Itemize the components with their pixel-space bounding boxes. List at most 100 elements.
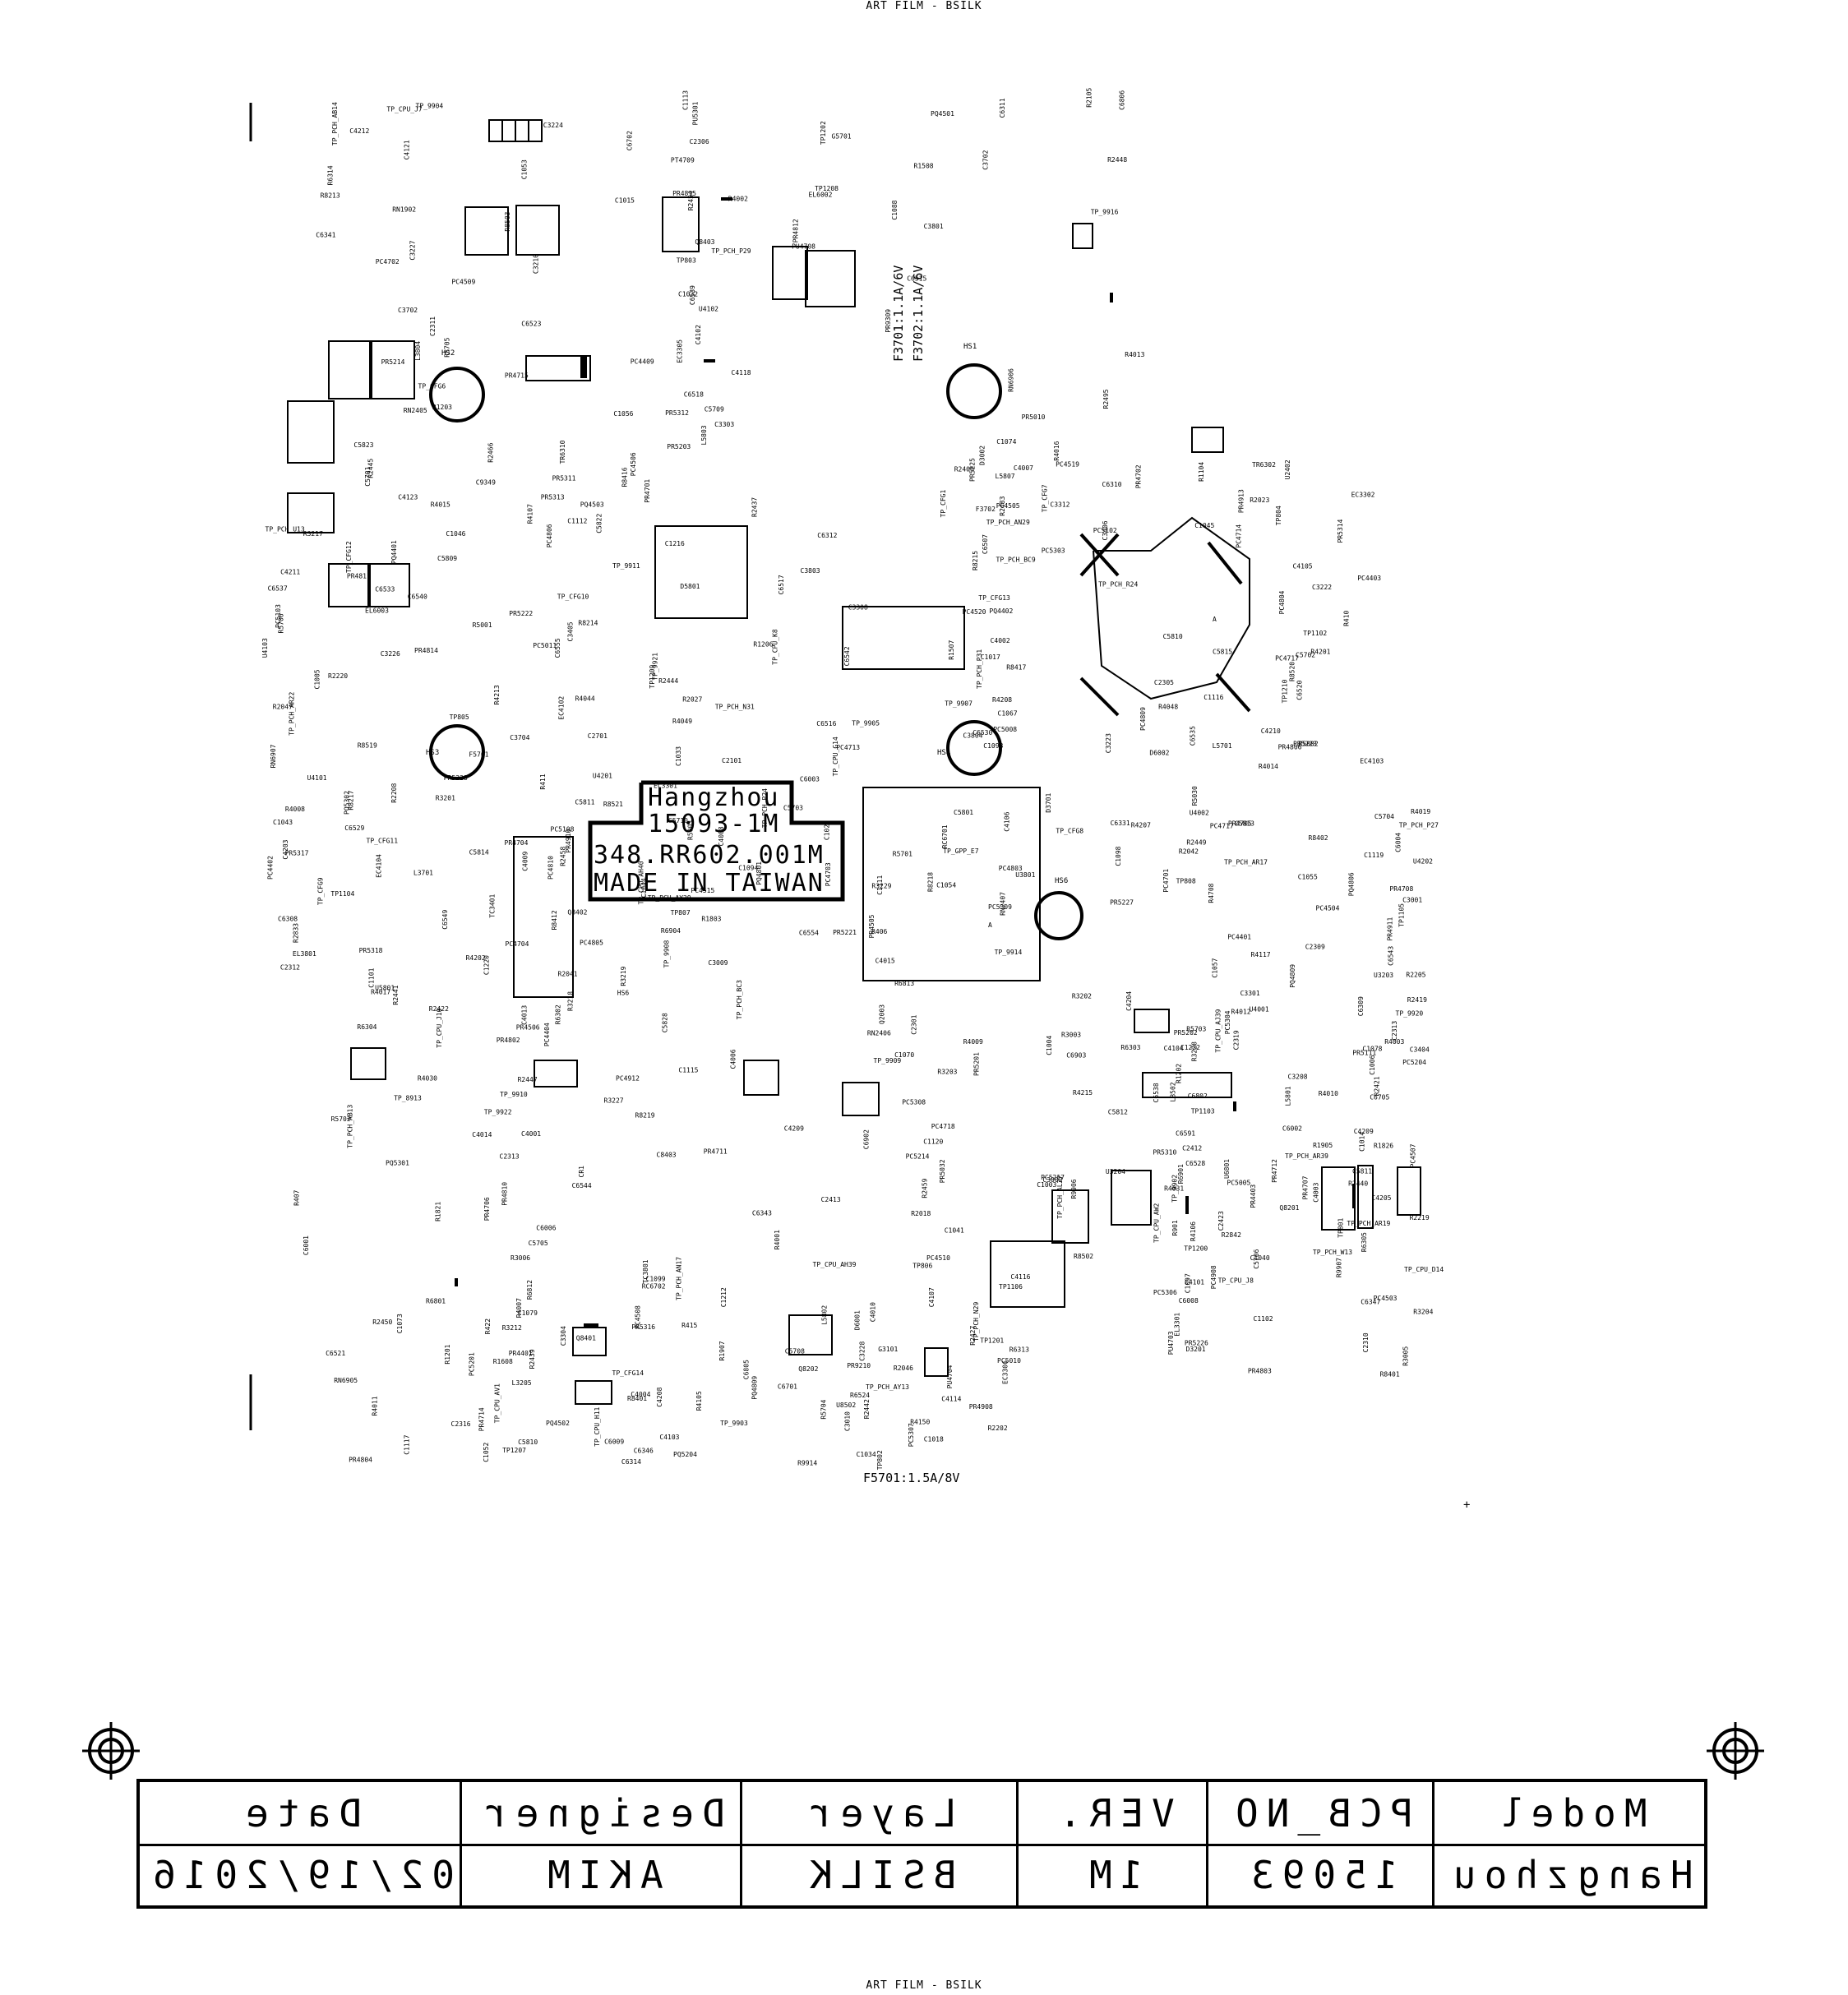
designator-label: R2439	[529, 1349, 536, 1369]
designator-label: C5705	[529, 1240, 548, 1247]
designator-label: L3205	[512, 1379, 532, 1387]
designator-label: C4205	[1371, 1194, 1391, 1202]
designator-label: D6002	[1149, 749, 1169, 756]
designator-label: C3223	[1105, 733, 1112, 753]
designator-label: C3801	[924, 223, 944, 230]
designator-label: R4011	[371, 1396, 378, 1415]
designator-label: C3405	[567, 621, 575, 641]
designator-label: R1203	[432, 404, 452, 411]
designator-label: PQ4402	[989, 607, 1013, 615]
title-header-pcb-no: PCB_NO	[1208, 1782, 1435, 1844]
designator-label: R3005	[1402, 1346, 1410, 1366]
designator-label: C3702	[398, 307, 418, 314]
designator-label: C2313	[1391, 1021, 1398, 1041]
designator-label: D3002	[979, 446, 986, 465]
designator-label: PR4913	[1237, 489, 1245, 513]
designator-label: C6004	[1394, 833, 1402, 852]
designator-label: U3204	[1106, 1168, 1125, 1175]
designator-label: C4116	[1010, 1273, 1030, 1281]
designator-label: PR4812	[792, 219, 800, 242]
designator-label: R4003	[1384, 1038, 1404, 1046]
designator-label: TP1200	[1184, 1245, 1208, 1253]
title-header-ver: VER.	[1019, 1782, 1208, 1844]
designator-label: PC4702	[376, 258, 400, 266]
designator-label: C1079	[518, 1309, 538, 1317]
designator-label: C6311	[999, 98, 1006, 118]
designator-label: PQ5204	[673, 1451, 697, 1458]
designator-label: TP_CFG7	[1041, 484, 1048, 512]
designator-label: R4007	[515, 1298, 523, 1318]
designator-label: PQ4806	[1347, 872, 1355, 896]
designator-label: PQ5302	[343, 791, 350, 815]
designator-label: C6701	[778, 1383, 797, 1390]
designator-label: TP_PCH_BC3	[736, 980, 743, 1019]
designator-label: R8401	[1380, 1370, 1400, 1378]
designator-label: C6347	[1361, 1298, 1380, 1305]
designator-label: C6518	[684, 391, 704, 399]
designator-label: PR4803	[1248, 1367, 1272, 1374]
designator-label: R3003	[1061, 1032, 1081, 1039]
designator-label: EC4102	[558, 696, 566, 720]
designator-label: PR4804	[349, 1456, 372, 1463]
designator-label: R8416	[621, 467, 629, 487]
designator-label: PC4409	[631, 358, 654, 366]
designator-label: U5801	[375, 984, 395, 991]
designator-label: C6591	[1176, 1129, 1195, 1137]
designator-label: R1826	[1374, 1143, 1393, 1150]
board-marking-line1: Hangzhou	[648, 783, 780, 812]
designator-label: R5030	[1191, 786, 1199, 806]
designator-label: C5810	[1163, 633, 1183, 640]
designator-label: R1206	[753, 640, 773, 648]
designator-label: TP_PCH_P29	[711, 247, 751, 255]
designator-label: PR5222	[509, 610, 533, 617]
title-value-designer: AKIM	[462, 1844, 742, 1905]
designator-label: R4001	[774, 1230, 781, 1249]
designator-label: PR5201	[973, 1052, 981, 1076]
designator-label: C6528	[1185, 1160, 1205, 1167]
designator-label: TP_PCH_AB14	[331, 102, 339, 145]
designator-label: R8219	[635, 1111, 655, 1119]
designator-label: TP_9911	[612, 562, 640, 570]
designator-label: L5701	[1213, 742, 1232, 750]
designator-label: C1220	[483, 955, 491, 975]
designator-label: R4107	[526, 504, 534, 524]
designator-label: C6517	[778, 575, 785, 594]
designator-label: TP_PCH_R24	[1098, 580, 1138, 588]
designator-label: C3208	[1288, 1073, 1308, 1080]
designator-label: R8217	[347, 790, 354, 810]
mounting-hole-hs3: HS3	[426, 724, 485, 780]
designator-label: TP1210	[1281, 679, 1288, 703]
designator-label: C4009	[521, 852, 529, 871]
designator-label: D6001	[853, 1310, 861, 1330]
designator-label: R5003	[686, 820, 694, 840]
designator-label: R2406	[954, 466, 974, 473]
designator-label: C6003	[800, 776, 820, 783]
designator-label: C1112	[567, 517, 587, 524]
designator-label: R4016	[1053, 441, 1060, 460]
designator-label: C1216	[665, 540, 685, 547]
designator-label: C3303	[714, 421, 734, 428]
designator-label: R2444	[658, 677, 678, 685]
designator-label: R4106	[1190, 1221, 1197, 1241]
designator-label: R2441	[392, 985, 400, 1004]
designator-label: R6524	[850, 1392, 870, 1399]
designator-label: U3203	[1374, 972, 1393, 979]
designator-label: R4150	[910, 1418, 930, 1425]
designator-label: PC5103	[275, 604, 282, 628]
designator-label: C6549	[441, 910, 449, 930]
designator-label: PC5309	[988, 903, 1012, 911]
designator-label: C1018	[924, 1436, 944, 1443]
designator-label: R8521	[603, 801, 623, 808]
designator-label: PC5005	[1227, 1180, 1250, 1187]
designator-label: L5803	[700, 425, 708, 445]
designator-label: L5802	[821, 1305, 829, 1325]
designator-label: C6543	[1388, 946, 1395, 966]
designator-label: C2309	[1305, 944, 1325, 951]
designator-label: PC4515	[691, 887, 714, 894]
designator-label: TP_9907	[945, 700, 973, 708]
designator-label: TP_PCH_AB13	[347, 1105, 354, 1148]
designator-label: R2041	[558, 971, 578, 978]
designator-label: PR4705	[1228, 820, 1252, 828]
title-value-model: Hangzhou	[1445, 1852, 1693, 1897]
designator-label: PR5226	[1185, 1340, 1208, 1347]
